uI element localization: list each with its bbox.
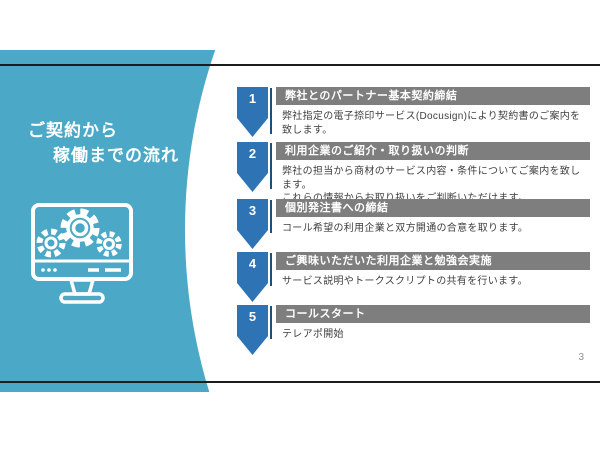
step-arrow-down-icon: 1 [237,87,268,137]
step-number: 2 [248,146,257,161]
step-accent-line [270,143,272,189]
step-accent-line [270,88,272,134]
step-row-5: 5 コールスタート テレアポ開始 [237,305,590,355]
step-title: ご興味いただいた利用企業と勉強会実施 [276,252,590,270]
slide-title-line1: ご契約から [28,121,118,140]
step-title: コールスタート [276,305,590,323]
slide-title: ご契約から 稼働までの流れ [28,118,179,168]
slide-top-border [0,64,600,66]
step-row-1: 1 弊社とのパートナー基本契約締結 弊社指定の電子捺印サービス(Docusign… [237,87,590,137]
step-number: 5 [248,309,257,324]
step-title: 弊社とのパートナー基本契約締結 [276,87,590,105]
step-accent-line [270,200,272,233]
step-row-2: 2 利用企業のご紹介・取り扱いの判断 弊社の担当から商材のサービス内容・条件につ… [237,142,590,206]
step-row-3: 3 個別発注書への締結 コール希望の利用企業と双方開通の合意を取ります。 [237,199,590,249]
slide-title-line2: 稼働までの流れ [53,146,179,165]
step-number: 1 [248,91,257,106]
step-body: 弊社指定の電子捺印サービス(Docusign)により契約書のご案内を致します。 [282,111,581,136]
step-accent-line [270,306,272,339]
step-title: 個別発注書への締結 [276,199,590,217]
step-number: 4 [248,256,257,271]
step-body: テレアポ開始 [282,329,344,340]
step-body: 弊社の担当から商材のサービス内容・条件についてご案内を致します。 これらの情報か… [282,166,581,204]
monitor-gears-icon [30,202,134,306]
step-body: コール希望の利用企業と双方開通の合意を取ります。 [282,223,529,234]
step-number: 3 [248,203,257,218]
slide-bottom-border [0,381,600,383]
step-arrow-down-icon: 2 [237,142,268,192]
step-row-4: 4 ご興味いただいた利用企業と勉強会実施 サービス説明やトークスクリプトの共有を… [237,252,590,302]
page-number: 3 [578,352,584,363]
step-body: サービス説明やトークスクリプトの共有を行います。 [282,276,528,287]
step-title: 利用企業のご紹介・取り扱いの判断 [276,142,590,160]
step-accent-line [270,253,272,286]
